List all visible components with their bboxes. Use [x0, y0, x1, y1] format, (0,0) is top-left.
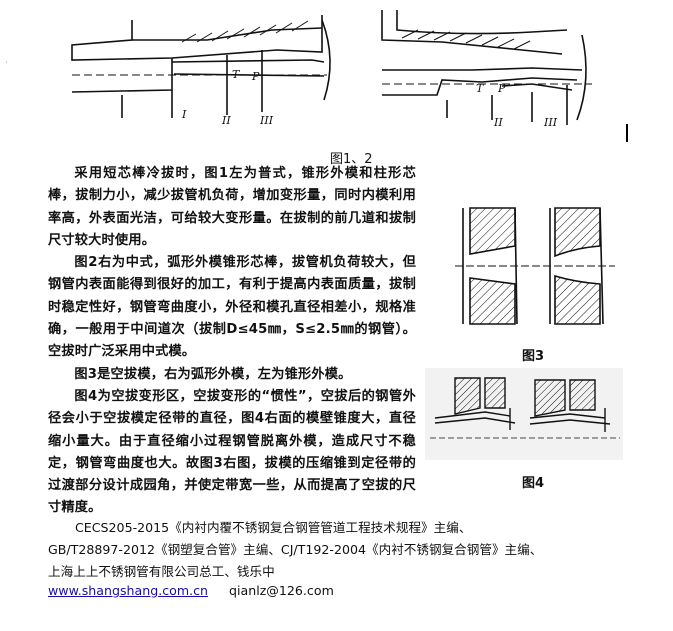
- figure-1-2-drawing: I II III T P II III T P: [71, 10, 592, 129]
- label-II: II: [221, 114, 231, 127]
- figure-3-drawing: [455, 207, 615, 325]
- paragraph-3: 图3是空拔模，右为弧形外模，左为锥形外模。: [74, 366, 352, 382]
- footer-line-3: 上海上上不锈钢管有限公司总工、钱乐中: [48, 564, 275, 579]
- figure-4-drawing: [425, 368, 623, 460]
- label-III-right: III: [543, 116, 558, 129]
- figure-1-2-caption: 图1、2: [330, 152, 373, 167]
- label-III: III: [259, 114, 274, 127]
- website-link[interactable]: www.shangshang.com.cn: [48, 583, 209, 598]
- body-text: 采用短芯棒冷拔时，图1左为普式，锥形外模和柱形芯棒，拔制力小，减少拔管机负荷，增…: [48, 163, 416, 520]
- margin-dot: ·: [5, 58, 8, 68]
- label-II-right: II: [493, 116, 503, 129]
- paragraph-2: 图2右为中式，弧形外模锥形芯棒，拔管机负荷较大，但钢管内表面能得到很好的加工，有…: [48, 255, 416, 360]
- label-P: P: [251, 70, 260, 83]
- label-I: I: [181, 108, 187, 121]
- footer-line-2: GB/T28897-2012《钢塑复合管》主编、CJ/T192-2004《内衬不…: [48, 542, 543, 557]
- text-cursor: [626, 124, 628, 142]
- figure-4-caption: 图4: [522, 476, 545, 491]
- label-T-right: T: [476, 82, 485, 95]
- footer-line-1: CECS205-2015《内衬内覆不锈钢复合钢管管道工程技术规程》主编、: [75, 520, 472, 535]
- label-T: T: [232, 68, 241, 81]
- paragraph-4: 图4为空拔变形区，空拔变形的“惯性”，空拔后的钢管外径会小于空拔模定径带的直径，…: [48, 388, 416, 516]
- figure-3-caption: 图3: [522, 349, 545, 364]
- label-P-right: P: [497, 82, 506, 95]
- paragraph-1: 采用短芯棒冷拔时，图1左为普式，锥形外模和柱形芯棒，拔制力小，减少拔管机负荷，增…: [48, 166, 416, 248]
- email-address: qianlz@126.com: [229, 583, 334, 598]
